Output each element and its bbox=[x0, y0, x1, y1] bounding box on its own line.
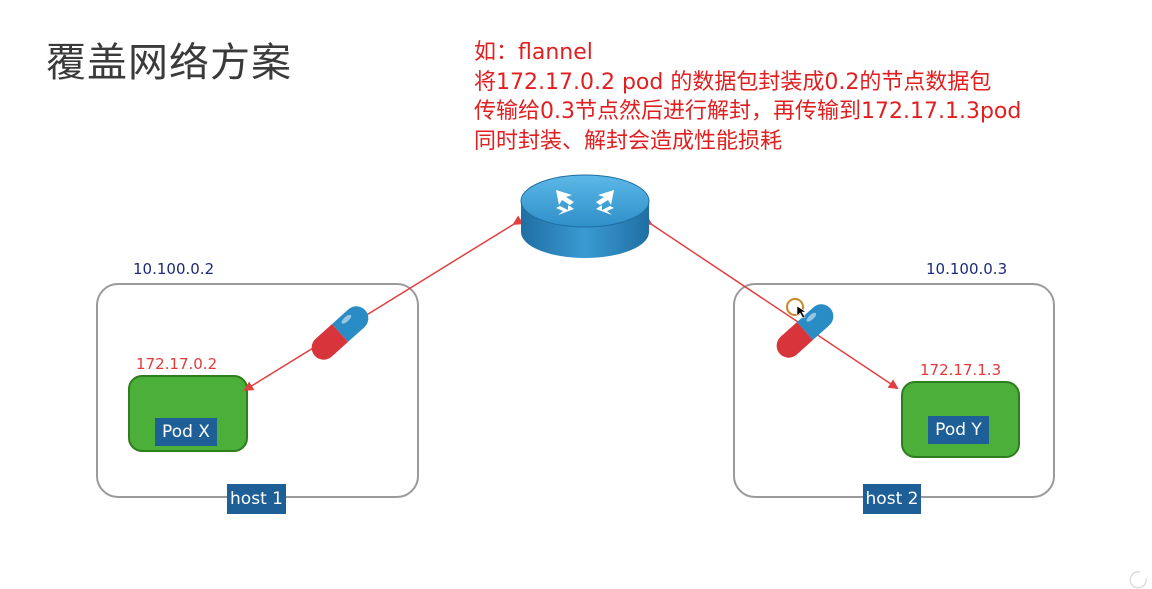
host1-label: host 1 bbox=[227, 484, 286, 514]
annotation-note: 如：flannel 将172.17.0.2 pod 的数据包封装成0.2的节点数… bbox=[474, 38, 1021, 156]
capsule-icon bbox=[311, 306, 369, 360]
pod-x-ip: 172.17.0.2 bbox=[136, 355, 218, 373]
host2-label: host 2 bbox=[863, 484, 921, 514]
slide-title: 覆盖网络方案 bbox=[46, 40, 292, 86]
note-line: 传输给0.3节点然后进行解封，再传输到172.17.1.3pod bbox=[474, 99, 1022, 124]
arrow-router-to-pod-y bbox=[641, 215, 899, 390]
host1-ip: 10.100.0.2 bbox=[133, 260, 215, 278]
note-line: 将172.17.0.2 pod 的数据包封装成0.2的节点数据包 bbox=[474, 69, 992, 95]
note-line: 如：flannel bbox=[474, 40, 593, 65]
arrow-router-to-pod-x bbox=[243, 215, 524, 392]
capsule-icon bbox=[776, 304, 834, 358]
pod-y-label: Pod Y bbox=[928, 416, 989, 444]
loading-indicator-icon bbox=[1129, 571, 1147, 589]
router-icon bbox=[520, 174, 650, 258]
pod-y-ip: 172.17.1.3 bbox=[920, 361, 1002, 379]
host2-ip: 10.100.0.3 bbox=[926, 260, 1008, 278]
pod-x-label: Pod X bbox=[155, 418, 217, 446]
note-line: 同时封装、解封会造成性能损耗 bbox=[474, 128, 783, 154]
cursor-icon bbox=[786, 298, 807, 319]
